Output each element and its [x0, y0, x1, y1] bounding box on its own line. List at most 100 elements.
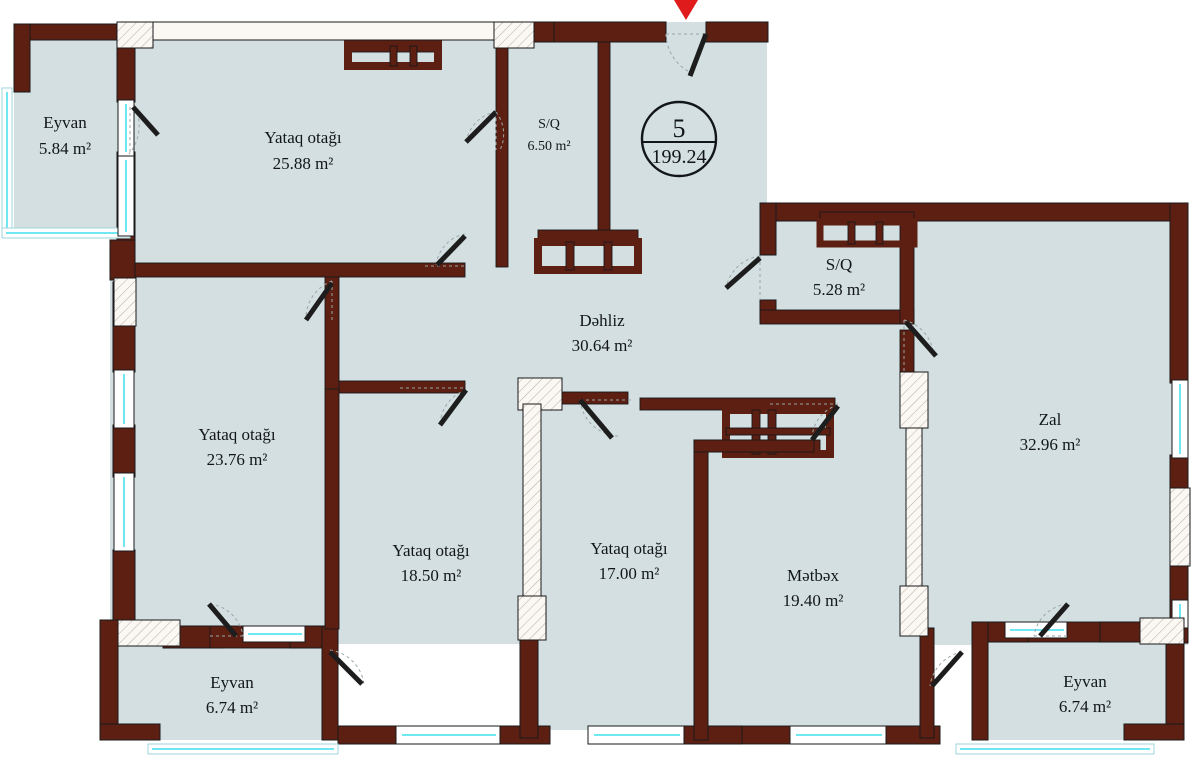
fill-hall-bottom [520, 628, 710, 730]
partition-hall-c [517, 595, 547, 641]
door-bed4-leaf [578, 398, 614, 440]
wall-balcony-bl-left [99, 619, 119, 741]
door-bal-tl-leaf [131, 105, 160, 137]
room-label-eyvan-bottom-right-name: Eyvan [1063, 672, 1107, 691]
window-right-2 [1169, 487, 1191, 567]
room-label-yataq-otagi-1-area: 25.88 m² [273, 154, 334, 173]
unit-badge-number: 5 [673, 114, 686, 143]
door-bal-bl2-leaf [328, 650, 364, 686]
room-label-eyvan-top-left-name: Eyvan [43, 113, 87, 132]
door-bed1b-leaf [435, 234, 467, 267]
wall-balcony-br-left [971, 621, 989, 741]
door-bal-bl-arc [209, 603, 244, 637]
door-bed2-leaf [303, 281, 335, 322]
door-bal-br2-leaf [930, 650, 964, 688]
wall-rightwing-left-a [759, 202, 777, 256]
wall-int-sqr-cab-div2 [875, 221, 884, 245]
wall-left-outer-e [112, 424, 136, 478]
fill-eyvan-top-left [14, 24, 132, 236]
room-label-eyvan-top-left-area: 5.84 m² [39, 139, 91, 158]
room-label-metbex-name: Mətbəx [787, 566, 839, 585]
wall-balcony-br-top-b [1099, 621, 1145, 643]
wall-left-outer-c [109, 239, 136, 281]
window-balcony-br-corner [1139, 617, 1185, 645]
window-balcony-bl-corner [117, 619, 181, 647]
wall-balcony-bl-bottom [99, 723, 161, 741]
wall-int-sqr-bottom [759, 309, 915, 325]
door-zal-arc [903, 319, 935, 359]
room-label-eyvan-bottom-right-area: 6.74 m² [1059, 697, 1111, 716]
room-label-yataq-otagi-2-name: Yataq otağı [198, 425, 275, 444]
room-fills [14, 0, 1200, 740]
wall-balcony-tl-top [13, 23, 133, 41]
room-label-sq-right-area: 5.28 m² [813, 280, 865, 299]
wall-int-sq-right [597, 41, 611, 231]
room-label-metbex-area: 19.40 m² [783, 591, 844, 610]
wall-int-corridor-top [338, 380, 466, 394]
wall-hall-left [519, 627, 539, 739]
door-metbex-leaf [810, 404, 840, 442]
room-label-eyvan-bottom-left-name: Eyvan [210, 673, 254, 692]
door-entrance-leaf [687, 33, 709, 77]
door-bed3-leaf [437, 388, 469, 427]
room-label-yataq-otagi-3-area: 18.50 m² [401, 566, 462, 585]
room-label-sq-top-name: S/Q [538, 117, 560, 132]
door-zal-leaf [904, 320, 938, 358]
door-bed4-arc [579, 399, 621, 437]
fill-eyvan-bottom-right [972, 628, 1184, 740]
room-label-yataq-otagi-2-area: 23.76 m² [207, 450, 268, 469]
unit-badge: 5 199.24 [640, 100, 718, 178]
room-label-zal-name: Zal [1039, 410, 1062, 429]
room-label-eyvan-bottom-left-area: 6.74 m² [206, 698, 258, 717]
wall-right-outer-b [1169, 454, 1189, 492]
room-label-sq-right-name: S/Q [826, 255, 852, 274]
door-entrance-arc [665, 33, 695, 75]
door-bed2-arc [305, 280, 333, 321]
entrance-arrow-icon [674, 0, 698, 20]
wall-int-sq-left [495, 41, 509, 268]
wall-int-closet-box [534, 238, 642, 274]
wall-int-bedroomtop-closet-d2 [409, 45, 418, 67]
wall-top-c [705, 21, 769, 43]
wall-balcony-tl-left [13, 23, 31, 93]
wall-int-metbex-cab-h [725, 427, 831, 436]
wall-int-sqr-cab2 [816, 218, 918, 248]
door-bal-tl-arc [128, 106, 140, 155]
wall-balcony-bl-right [321, 625, 339, 741]
partition-metbex-b [905, 427, 923, 589]
wall-bottom-a [337, 725, 401, 745]
unit-badge-area: 199.24 [652, 146, 707, 168]
door-bal-br-leaf [1038, 602, 1070, 638]
wall-left-outer-f [112, 549, 136, 629]
wall-int-bedroom2-right [324, 388, 340, 630]
window-top-long [134, 21, 496, 41]
room-labels: Eyvan 5.84 m² Yataq otağı 25.88 m² S/Q 6… [39, 113, 1111, 717]
door-sqtop-arc [495, 111, 505, 151]
window-top-corner-2 [493, 21, 535, 49]
door-bal-bl2-arc [329, 649, 365, 685]
room-label-dehliz-name: Dəhliz [579, 311, 625, 330]
room-label-yataq-otagi-3-name: Yataq otağı [392, 541, 469, 560]
wall-right-outer-a [1169, 202, 1189, 384]
door-bal-bl-leaf [207, 602, 238, 638]
fill-metbex-bottom [700, 440, 932, 730]
partition-hall-b [522, 403, 542, 599]
void-upper-right [768, 0, 1200, 200]
door-sqr-leaf [724, 256, 762, 290]
wall-int-closet-div1 [565, 241, 575, 271]
wall-int-bedroom1-bottom [134, 262, 466, 278]
wall-bottom-c [679, 725, 743, 745]
room-label-dehliz-area: 30.64 m² [572, 336, 633, 355]
wall-int-closet-div2 [603, 241, 613, 271]
room-label-sq-top-area: 6.50 m² [527, 139, 570, 154]
room-label-yataq-otagi-4-name: Yataq otağı [590, 539, 667, 558]
door-sqr-arc [725, 255, 761, 289]
room-label-yataq-otagi-1-name: Yataq otağı [264, 128, 341, 147]
room-label-yataq-otagi-4-area: 17.00 m² [599, 564, 660, 583]
wall-int-bedroomtop-closet-d1 [389, 45, 398, 67]
interior-walls [134, 38, 1101, 745]
wall-hall-right [693, 439, 709, 741]
windows [1, 21, 1191, 755]
